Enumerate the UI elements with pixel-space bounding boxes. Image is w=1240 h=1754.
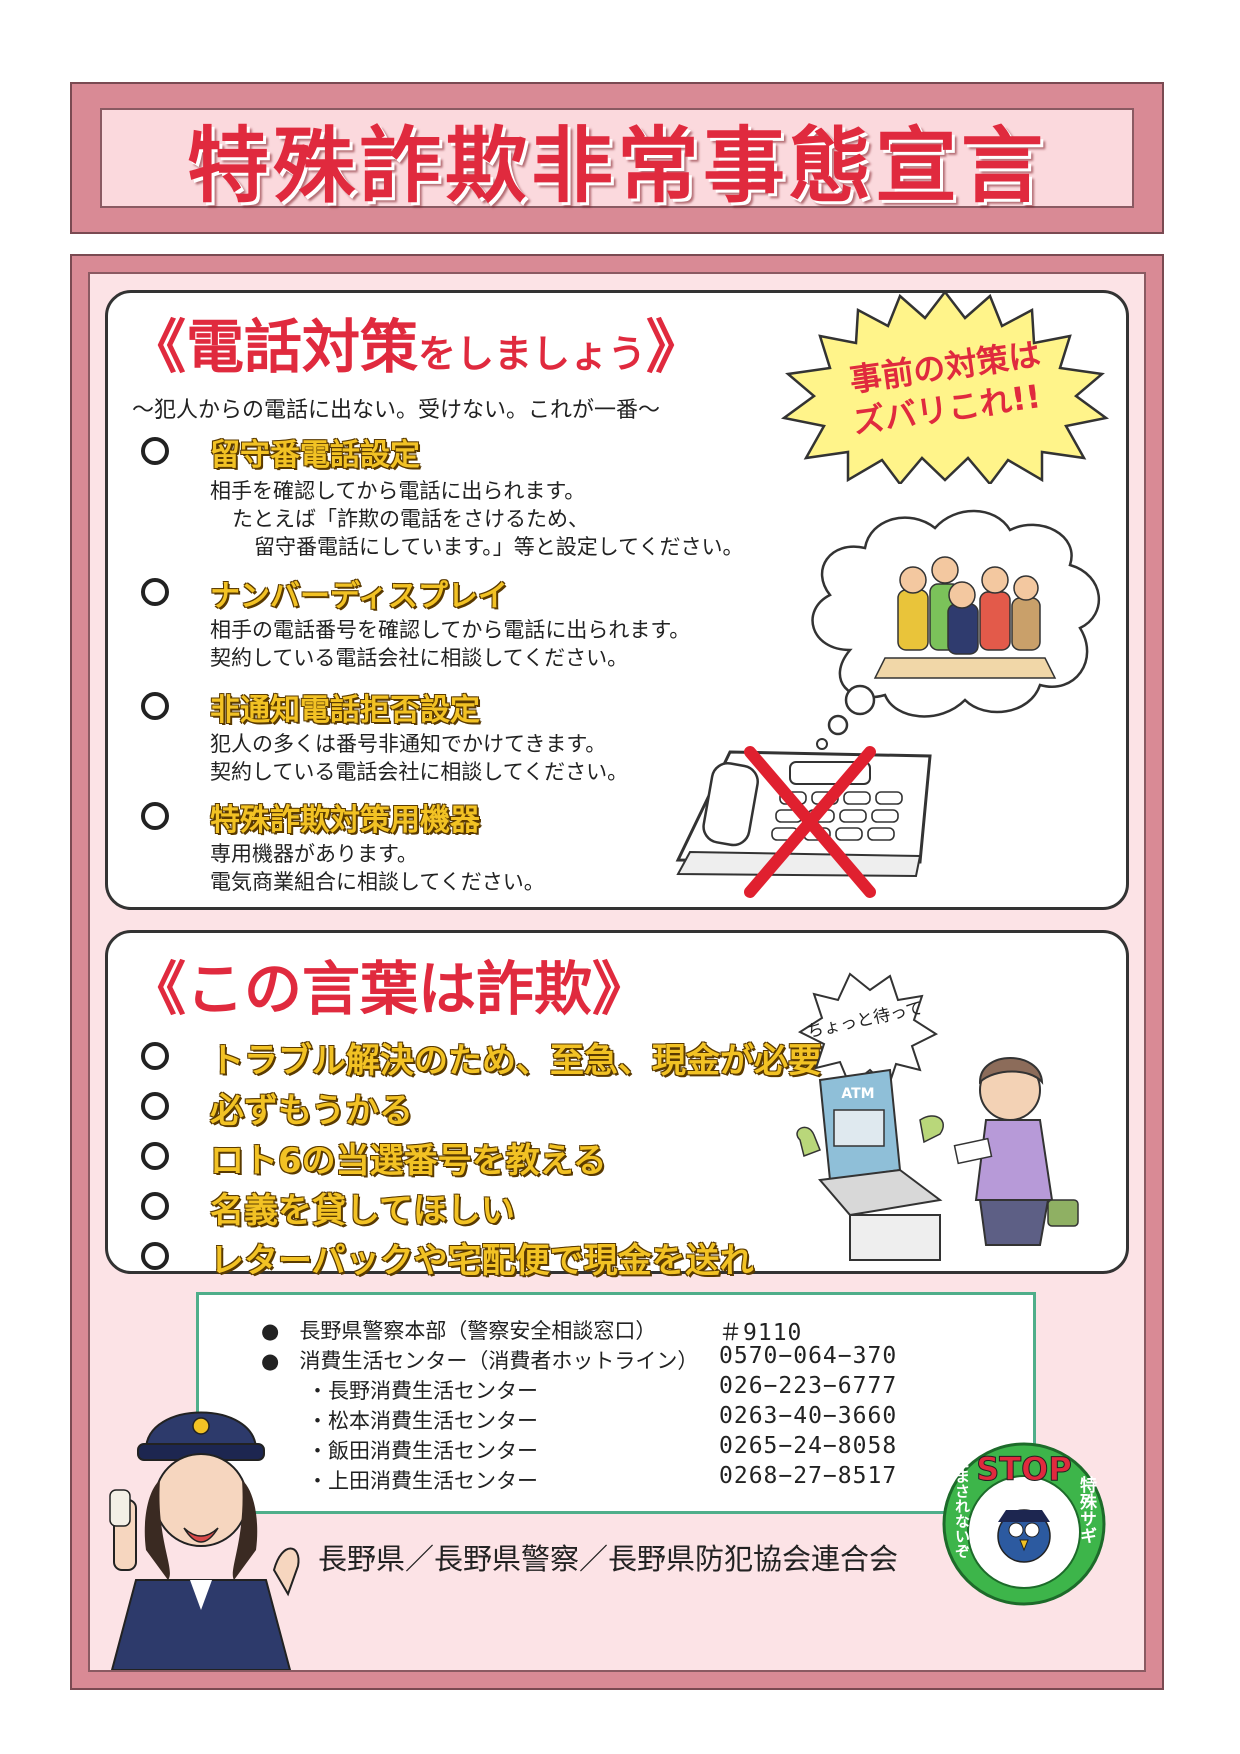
item-title-answering-machine: 留守番電話設定 (210, 438, 420, 473)
crossed-phone-illustration (675, 746, 932, 898)
fraud-phrase: トラブル解決のため、至急、現金が必要 (210, 1041, 822, 1081)
contact-bullet: ・ (307, 1439, 328, 1463)
contact-number[interactable]: 0263−40−3660 (719, 1403, 898, 1429)
contact-row: ・長野消費生活センター (307, 1375, 538, 1405)
contact-row: ・上田消費生活センター (307, 1465, 538, 1495)
phrase-circle (141, 1242, 169, 1270)
phrase-circle (141, 1092, 169, 1120)
item-circle (141, 437, 169, 465)
red-x-stroke (744, 746, 876, 898)
fraud-phrase: 必ずもうかる (210, 1091, 413, 1131)
section1-heading: 《電話対策をしましょう》 (128, 300, 704, 384)
footer-organizations: 長野県／長野県警察／長野県防犯協会連合会 (318, 1542, 899, 1576)
contact-bullet: ● (261, 1319, 280, 1343)
item-desc-line: 契約している電話会社に相談してください。 (210, 760, 629, 784)
contact-box: ● 長野県警察本部（警察安全相談窓口） ＃9110 ● 消費生活センター（消費者… (196, 1292, 1036, 1514)
section1-subtitle: 〜犯人からの電話に出ない。受けない。これが一番〜 (132, 398, 661, 423)
badge-right-text: 特殊サギ (1076, 1475, 1097, 1544)
fraud-phrases-panel (105, 930, 1129, 1274)
item-circle (141, 578, 169, 606)
fraud-phrase: ロト6の当選番号を教える (210, 1141, 607, 1181)
starburst-shape (780, 289, 1110, 484)
page-title: 特殊詐欺非常事態宣言 (186, 118, 1047, 214)
title-inner: 特殊詐欺非常事態宣言 (100, 108, 1134, 214)
contact-name: 上田消費生活センター (328, 1469, 538, 1493)
contact-row: ● 消費生活センター（消費者ホットライン） (261, 1345, 698, 1375)
contact-number[interactable]: 0570−064−370 (719, 1343, 898, 1369)
contact-bullet: ・ (307, 1379, 328, 1403)
item-desc-line: たとえば「詐欺の電話をさけるため、 (232, 507, 589, 531)
item-desc-line: 留守番電話にしています。」等と設定してください。 (254, 535, 744, 559)
stop-fraud-badge: STOP 特殊サギ だまされないぞ (942, 1442, 1106, 1606)
atm-woman-illustration: ちょっと待って ATM (796, 972, 1079, 1261)
contact-bullet: ・ (307, 1469, 328, 1493)
item-desc-line: 契約している電話会社に相談してください。 (210, 646, 629, 670)
contact-row: ・松本消費生活センター (307, 1405, 538, 1435)
section2-heading: 《この言葉は詐欺》 (128, 955, 651, 1023)
item-circle (141, 692, 169, 720)
item-desc-line: 専用機器があります。 (210, 842, 418, 866)
callout-starburst: 事前の対策は ズバリこれ!! (780, 289, 1110, 484)
title-banner: 特殊詐欺非常事態宣言 (70, 82, 1164, 234)
fraud-phrase: レターパックや宅配便で現金を送れ (210, 1241, 754, 1281)
contact-number[interactable]: 0268−27−8517 (719, 1463, 898, 1489)
item-desc-line: 犯人の多くは番号非通知でかけてきます。 (210, 732, 607, 756)
contact-number[interactable]: ＃9110 (719, 1320, 803, 1346)
phrase-circle (141, 1192, 169, 1220)
contact-bullet: ・ (307, 1409, 328, 1433)
family-thought-bubble (811, 509, 1101, 750)
contact-name: 長野県警察本部（警察安全相談窓口） (299, 1319, 657, 1343)
phrase-circle (141, 1142, 169, 1170)
contact-name: 飯田消費生活センター (328, 1439, 538, 1463)
item-title-anonymous-reject: 非通知電話拒否設定 (210, 693, 480, 728)
item-title-fraud-device: 特殊詐欺対策用機器 (210, 803, 480, 838)
item-desc-line: 相手を確認してから電話に出られます。 (210, 479, 586, 503)
fraud-phrase: 名義を貸してほしい (210, 1191, 515, 1231)
item-title-number-display: ナンバーディスプレイ (210, 579, 508, 614)
section1-heading-close: 》 (646, 313, 705, 381)
contact-name: 長野消費生活センター (328, 1379, 538, 1403)
section1-heading-small: をしましょう (418, 332, 647, 376)
phrase-circle (141, 1042, 169, 1070)
contact-name: 消費生活センター（消費者ホットライン） (299, 1349, 699, 1373)
police-officer-illustration (109, 1411, 300, 1670)
item-circle (141, 802, 169, 830)
badge-left-text: だまされないぞ (953, 1454, 971, 1559)
atm-label: ATM (841, 1086, 874, 1102)
item-desc-line: 相手の電話番号を確認してから電話に出られます。 (210, 618, 691, 642)
contact-row: ・飯田消費生活センター (307, 1435, 538, 1465)
contact-row: ● 長野県警察本部（警察安全相談窓口） (261, 1315, 656, 1345)
contact-bullet: ● (261, 1349, 280, 1373)
contact-number[interactable]: 0265−24−8058 (719, 1433, 898, 1459)
item-desc-line: 電気商業組合に相談してください。 (210, 870, 545, 894)
section1-heading-main: 《電話対策 (128, 313, 419, 381)
contact-name: 松本消費生活センター (328, 1409, 538, 1433)
badge-stop-text: STOP (976, 1450, 1072, 1488)
contact-number[interactable]: 026−223−6777 (719, 1373, 898, 1399)
